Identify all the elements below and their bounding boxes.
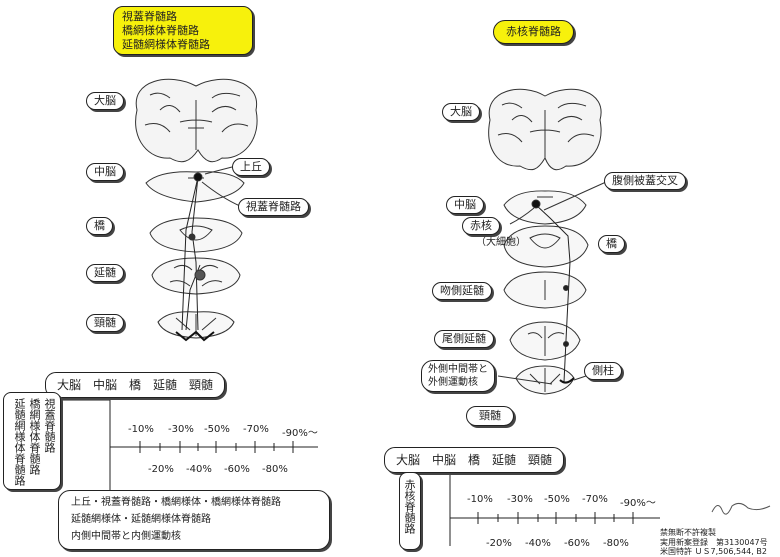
footer-us-patent: 米国特許 ＵＳ7,506,544, B2: [660, 547, 767, 556]
right-scale-lines: [400, 471, 660, 546]
left-level-medulla: 延髄: [86, 264, 124, 282]
left-tick-20: -20%: [148, 464, 174, 475]
right-cerebrum-section: [488, 88, 602, 171]
left-cervical-section: [157, 311, 235, 339]
right-tick-40: -40%: [525, 538, 551, 549]
right-red-nucleus-label: 赤核: [462, 217, 500, 235]
left-note-2: 延髄網様体・延髄網様体脊髄路: [71, 514, 211, 525]
left-title-line-3: 延髄網様体脊髄路: [122, 37, 210, 51]
left-tick-70: -70%: [243, 424, 269, 435]
signature-mark: [711, 502, 771, 515]
left-tick-90: -90%～: [282, 428, 318, 439]
right-side-label: 赤核脊髄路: [403, 479, 416, 534]
right-tick-60: -60%: [564, 538, 590, 549]
right-midbrain-section: [503, 190, 587, 225]
left-side-line-3: 延髄網様体脊髄路: [13, 398, 26, 486]
right-tick-90: -90%～: [620, 498, 656, 509]
right-pons-section: [503, 225, 589, 268]
right-side-label-box: 赤核脊髄路: [399, 472, 421, 550]
left-level-pons: 橋: [86, 217, 113, 235]
left-tick-60: -60%: [224, 464, 250, 475]
red-nucleus-dot: [531, 199, 541, 209]
right-tract-line: [535, 204, 571, 383]
left-title-line-1: 視蓋脊髄路: [122, 10, 177, 23]
pontine-reticular-dot: [188, 233, 196, 241]
lateral-zone-callout: 外側中間帯と 外側運動核: [421, 360, 495, 392]
right-level-cervical: 頸髄: [466, 406, 514, 426]
left-notes-box: 上丘・視蓋脊髄路・橋網様体・橋網様体脊髄路 延髄網様体・延髄網様体脊髄路 内側中…: [58, 490, 330, 550]
right-scale-header: 大脳 中脳 橋 延髄 頸髄: [384, 447, 564, 473]
lateral-zone-line-1: 外側中間帯と: [428, 364, 488, 375]
left-tick-80: -80%: [262, 464, 288, 475]
left-side-line-1: 視蓋脊髄路: [43, 398, 56, 453]
right-tick-80: -80%: [603, 538, 629, 549]
superior-colliculus-callout: 上丘: [232, 158, 270, 176]
right-tick-70: -70%: [582, 494, 608, 505]
superior-colliculus-dot: [193, 172, 203, 182]
left-level-midbrain: 中脳: [86, 163, 124, 181]
left-cerebrum-section: [135, 78, 258, 163]
left-note-3: 内側中間帯と内側運動核: [71, 531, 181, 542]
left-tick-10: -10%: [128, 424, 154, 435]
left-tick-50: -50%: [204, 424, 230, 435]
decussation-callout: 腹側被蓋交叉: [604, 172, 686, 190]
right-caudal-medulla-section: [509, 321, 581, 361]
left-title-box: 視蓋脊髄路 橋網様体脊髄路 延髄網様体脊髄路: [113, 6, 253, 56]
right-tick-10: -10%: [467, 494, 493, 505]
right-title-box: 赤核脊髄路: [493, 20, 574, 44]
lateral-zone-line-2: 外側運動核: [428, 377, 478, 388]
left-tick-40: -40%: [186, 464, 212, 475]
left-title-line-2: 橋網様体脊髄路: [122, 23, 199, 37]
right-rostral-medulla-section: [503, 271, 587, 309]
lateral-column-callout: 側柱: [584, 362, 622, 380]
left-scale-header: 大脳 中脳 橋 延髄 頸髄: [45, 372, 225, 398]
medullary-reticular-dot: [194, 269, 206, 281]
left-side-line-2: 橋網様体脊髄路: [28, 398, 41, 475]
left-note-1: 上丘・視蓋脊髄路・橋網様体・橋網様体脊髄路: [71, 497, 281, 508]
right-level-cerebrum: 大脳: [442, 103, 480, 121]
right-level-caudal-medulla: 尾側延髄: [434, 330, 494, 348]
left-level-cervical: 頸髄: [86, 314, 124, 332]
right-level-midbrain: 中脳: [446, 196, 484, 214]
right-level-rostral-medulla: 吻側延髄: [432, 282, 492, 300]
left-side-label-box: 視蓋脊髄路 橋網様体脊髄路 延髄網様体脊髄路: [3, 392, 61, 490]
footer-utility-model: 実用新案登録 第3130047号: [660, 538, 768, 547]
left-tick-30: -30%: [168, 424, 194, 435]
right-magnocellular-label: （大細胞）: [476, 237, 526, 248]
right-tick-30: -30%: [507, 494, 533, 505]
right-tick-50: -50%: [544, 494, 570, 505]
tectospinal-callout: 視蓋脊髄路: [238, 198, 309, 216]
left-pons-section: [149, 217, 243, 253]
right-tick-20: -20%: [486, 538, 512, 549]
right-level-pons: 橋: [598, 235, 625, 253]
footer-copyright: 禁無断不許複製: [660, 528, 716, 537]
left-level-cerebrum: 大脳: [86, 92, 124, 110]
